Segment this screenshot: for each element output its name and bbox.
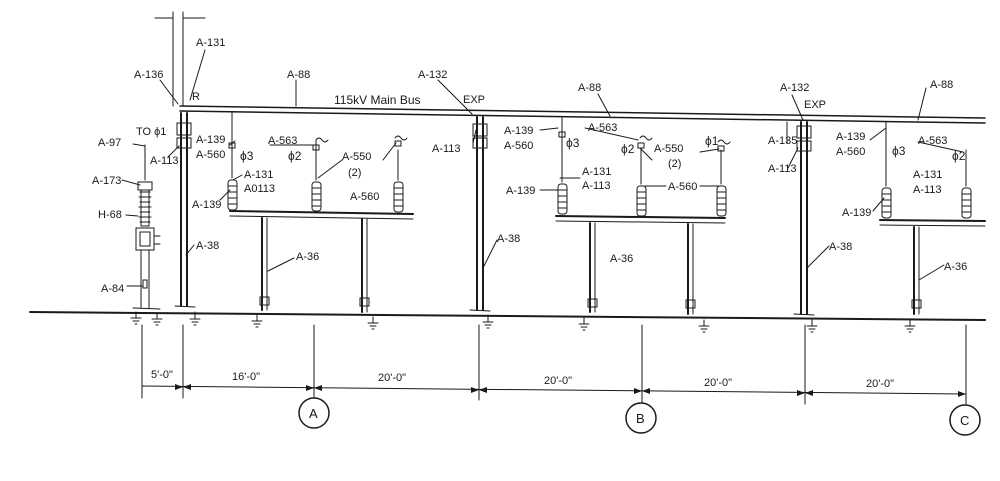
label-phi3-a: ϕ3: [240, 149, 254, 163]
label-a131-c: A-131: [913, 169, 942, 181]
label-a36-3: A-36: [944, 261, 967, 273]
label-a36-2: A-36: [610, 253, 633, 265]
label-a139-a2: A-139: [192, 199, 221, 211]
label-two-a: (2): [348, 167, 361, 179]
label-a84: A-84: [101, 283, 124, 295]
label-a560-a2: A-560: [350, 191, 379, 203]
label-phi2-a: ϕ2: [288, 149, 302, 163]
label-a139-a1: A-139: [196, 134, 225, 146]
column-1: [174, 112, 201, 326]
grid-bubble-a: [298, 397, 330, 429]
grid-label-b: B: [636, 411, 645, 426]
dim-16ft: 16'-0": [232, 371, 260, 383]
label-a113-b: A-113: [582, 180, 611, 192]
label-a139-c2: A-139: [842, 207, 871, 219]
main-bus-label: 115kV Main Bus: [334, 93, 421, 107]
label-a550-b: A-550: [654, 143, 683, 155]
label-phi3-b: ϕ3: [566, 136, 580, 150]
label-a560-c1: A-560: [836, 146, 865, 158]
label-phi2-c: ϕ2: [952, 149, 966, 163]
dimension-string: 5'-0" 16'-0" 20'-0" 20'-0" 20'-0" 20'-0": [141, 324, 967, 405]
label-a173: A-173: [92, 175, 121, 187]
label-two-b: (2): [668, 158, 681, 170]
label-a132-1: A-132: [418, 69, 447, 81]
insulator-b2: [636, 142, 647, 217]
label-a563-a: A-563: [268, 135, 297, 147]
grid-bubble-b: [625, 402, 657, 434]
label-a131-a: A-131: [244, 169, 273, 181]
label-a88-1: A-88: [287, 69, 310, 81]
label-a113-mid2: A-113: [768, 163, 797, 175]
label-a113-mid1: A-113: [432, 143, 461, 155]
label-to-phi1: TO ϕ1: [136, 126, 166, 138]
dim-20ft-4: 20'-0": [866, 378, 894, 390]
label-a139-c1: A-139: [836, 131, 865, 143]
dim-20ft-1: 20'-0": [378, 372, 406, 384]
label-a88-2: A-88: [578, 82, 601, 94]
termination-structure: [130, 144, 163, 326]
label-a132-2: A-132: [780, 82, 809, 94]
grid-label-a: A: [309, 406, 318, 421]
label-a36-1: A-36: [296, 251, 319, 263]
label-a560-a1: A-560: [196, 149, 225, 161]
grid-bubble-c: [949, 404, 981, 436]
dim-5ft: 5'-0": [151, 369, 173, 381]
column-2: [469, 116, 494, 329]
label-phi3-c: ϕ3: [892, 144, 906, 158]
label-a560-b2: A-560: [668, 181, 697, 193]
label-a38-2: A-38: [497, 233, 520, 245]
ground-line: [29, 311, 986, 321]
label-exp-1: EXP: [463, 94, 485, 106]
insulator-b3: [716, 145, 727, 217]
insulator-c2: [961, 149, 972, 219]
label-a560-b1: A-560: [504, 140, 533, 152]
bay-c-structure: [879, 121, 986, 333]
label-a550-a: A-550: [342, 151, 371, 163]
label-r: R: [192, 91, 200, 103]
label-exp-2: EXP: [804, 99, 826, 111]
label-a38-3: A-38: [829, 241, 852, 253]
label-phi2-b: ϕ2: [621, 142, 635, 156]
dim-20ft-3: 20'-0": [704, 377, 732, 389]
bay-b-structure: [555, 117, 727, 333]
label-a139-b2: A-139: [506, 185, 535, 197]
label-h68: H-68: [98, 209, 122, 221]
label-a38-1: A-38: [196, 240, 219, 252]
insulator-c1: [881, 121, 892, 219]
label-a0113-a: A0113: [244, 183, 275, 195]
label-a113-c: A-113: [913, 184, 942, 196]
bay-a-structure: [227, 111, 414, 330]
insulator-a2: [311, 149, 322, 212]
label-a563-b: A-563: [588, 122, 617, 134]
label-a136: A-136: [134, 69, 163, 81]
label-a131-b: A-131: [582, 166, 611, 178]
label-a563-c: A-563: [918, 135, 947, 147]
column-3: [793, 121, 818, 333]
dim-20ft-2: 20'-0": [544, 375, 572, 387]
label-a131-top: A-131: [196, 37, 225, 49]
grid-label-c: C: [960, 413, 969, 428]
label-a88-3: A-88: [930, 79, 953, 91]
main-bus: 115kV Main Bus: [179, 93, 986, 124]
label-phi1-b: ϕ1: [705, 134, 719, 148]
label-a113-left: A-113: [150, 155, 179, 167]
label-a97: A-97: [98, 137, 121, 149]
label-a139-b1: A-139: [504, 125, 533, 137]
label-a135: A-135: [768, 135, 797, 147]
labels: A-131 A-136 R A-88 A-132 EXP A-88 A-132 …: [92, 37, 967, 295]
leader-lines: [121, 49, 964, 287]
incoming-lead: [154, 11, 206, 107]
cable-markers: [315, 135, 731, 145]
insulator-b1: [557, 117, 568, 215]
insulator-a3: [393, 149, 404, 213]
grid-markers: A B C: [298, 397, 981, 436]
